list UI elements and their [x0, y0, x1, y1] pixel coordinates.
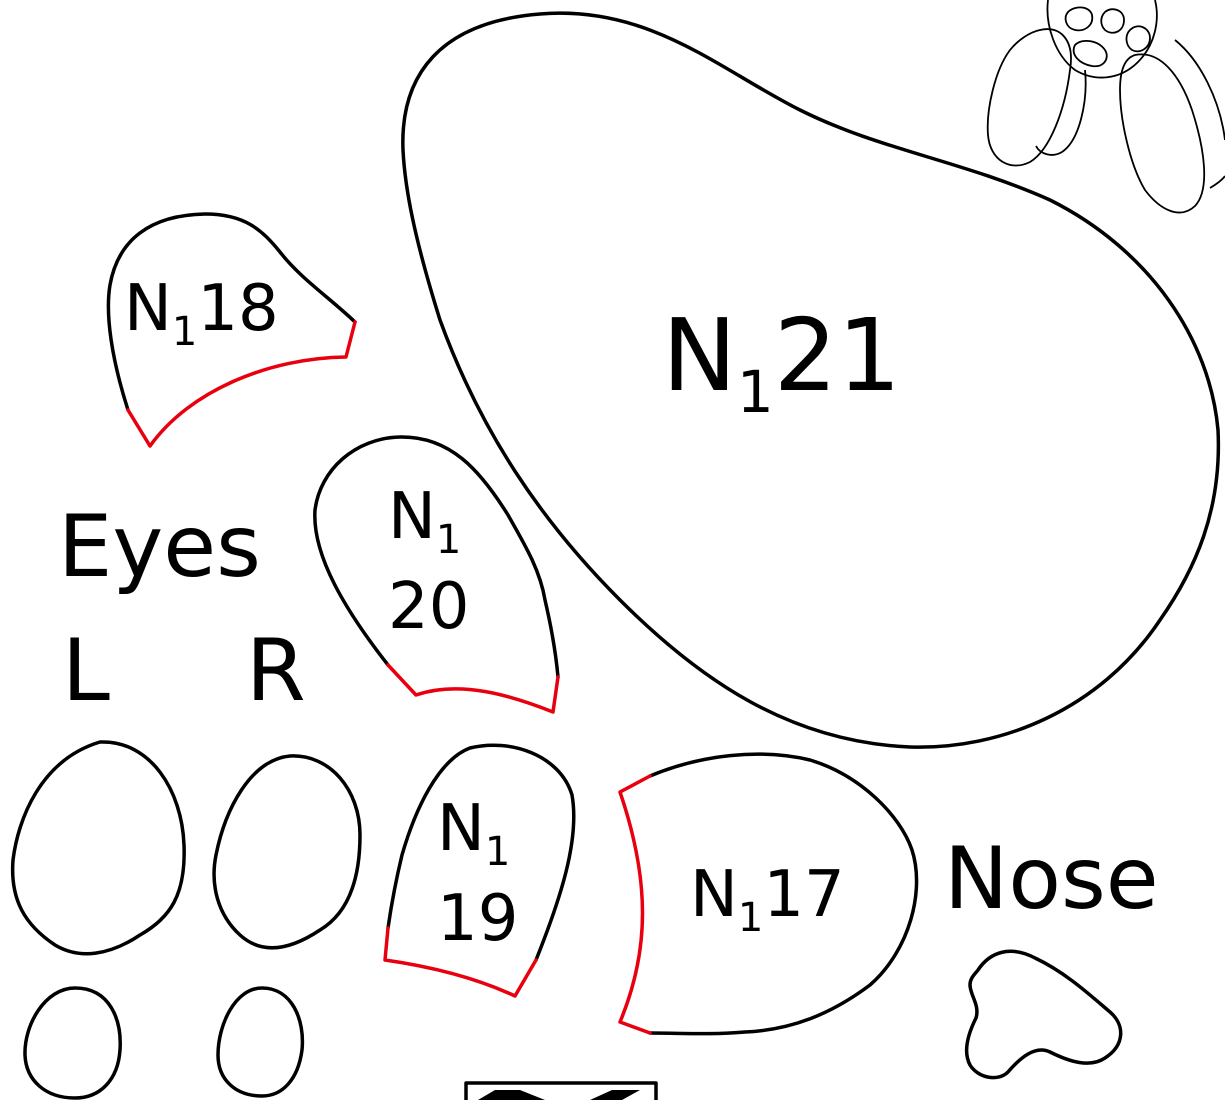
piece-n1-18-letter: N [124, 272, 172, 346]
bottom-mark-box [464, 1081, 658, 1100]
eye-left-small [23, 986, 122, 1100]
svg-text:N118: N118 [124, 272, 279, 355]
piece-n1-18-cut-edge [126, 320, 357, 448]
svg-text:N1: N1 [388, 480, 461, 563]
piece-n1-21-outline [401, 11, 1221, 749]
piece-n1-19: N1 19 [383, 743, 576, 998]
piece-n1-21-number: 21 [774, 297, 901, 414]
piece-n1-21-sub: 1 [737, 358, 774, 426]
eye-left-large [10, 740, 186, 956]
bottom-mark-box-frame [464, 1081, 658, 1100]
eyes-heading: Eyes [58, 497, 261, 597]
piece-n1-17-sub: 1 [738, 895, 763, 941]
piece-n1-19-sub: 1 [485, 829, 510, 875]
piece-n1-21-letter: N [662, 297, 737, 414]
piece-n1-17-cut-edge [618, 774, 652, 1035]
eye-right-small [216, 986, 305, 1098]
nose-heading: Nose [944, 829, 1159, 929]
piece-n1-20: N1 20 [313, 435, 560, 714]
preview-arm-left-inner [1035, 69, 1087, 156]
piece-n1-20-sub: 1 [436, 517, 461, 563]
piece-n1-18-outline [106, 212, 357, 412]
piece-n1-20-outline [313, 435, 560, 679]
piece-n1-18: N118 [106, 212, 357, 448]
piece-n1-19-number: 19 [437, 882, 518, 956]
preview-head [1046, 0, 1158, 79]
preview-figure [986, 0, 1225, 214]
preview-spot-1 [1064, 6, 1094, 32]
piece-n1-21: N121 [401, 11, 1221, 749]
svg-text:N1: N1 [437, 792, 510, 875]
piece-n1-18-number: 18 [197, 272, 278, 346]
eyes-left-label: L [62, 621, 110, 721]
svg-text:N121: N121 [662, 297, 901, 426]
svg-text:N117: N117 [690, 858, 845, 941]
piece-n1-17-outline [648, 752, 919, 1036]
piece-n1-19-cut-edge [383, 926, 538, 998]
preview-spot-4 [1125, 25, 1151, 53]
eyes-right-label: R [246, 621, 306, 721]
preview-spot-3 [1100, 8, 1125, 34]
piece-n1-17: N117 [618, 752, 919, 1036]
eye-right-large [212, 754, 362, 950]
piece-n1-19-outline [386, 743, 576, 962]
piece-n1-17-letter: N [690, 858, 738, 932]
piece-n1-20-number: 20 [388, 570, 469, 644]
preview-spot-2 [1072, 39, 1108, 68]
piece-n1-17-number: 17 [763, 858, 844, 932]
nose-piece [964, 949, 1123, 1080]
bottom-mark-glyph [478, 1090, 640, 1100]
piece-n1-18-sub: 1 [172, 309, 197, 355]
piece-n1-20-letter: N [388, 480, 436, 554]
piece-n1-20-cut-edge [386, 663, 560, 714]
preview-arm-right-outer [1174, 39, 1225, 189]
piece-n1-19-letter: N [437, 792, 485, 866]
preview-arm-right [1119, 53, 1206, 214]
